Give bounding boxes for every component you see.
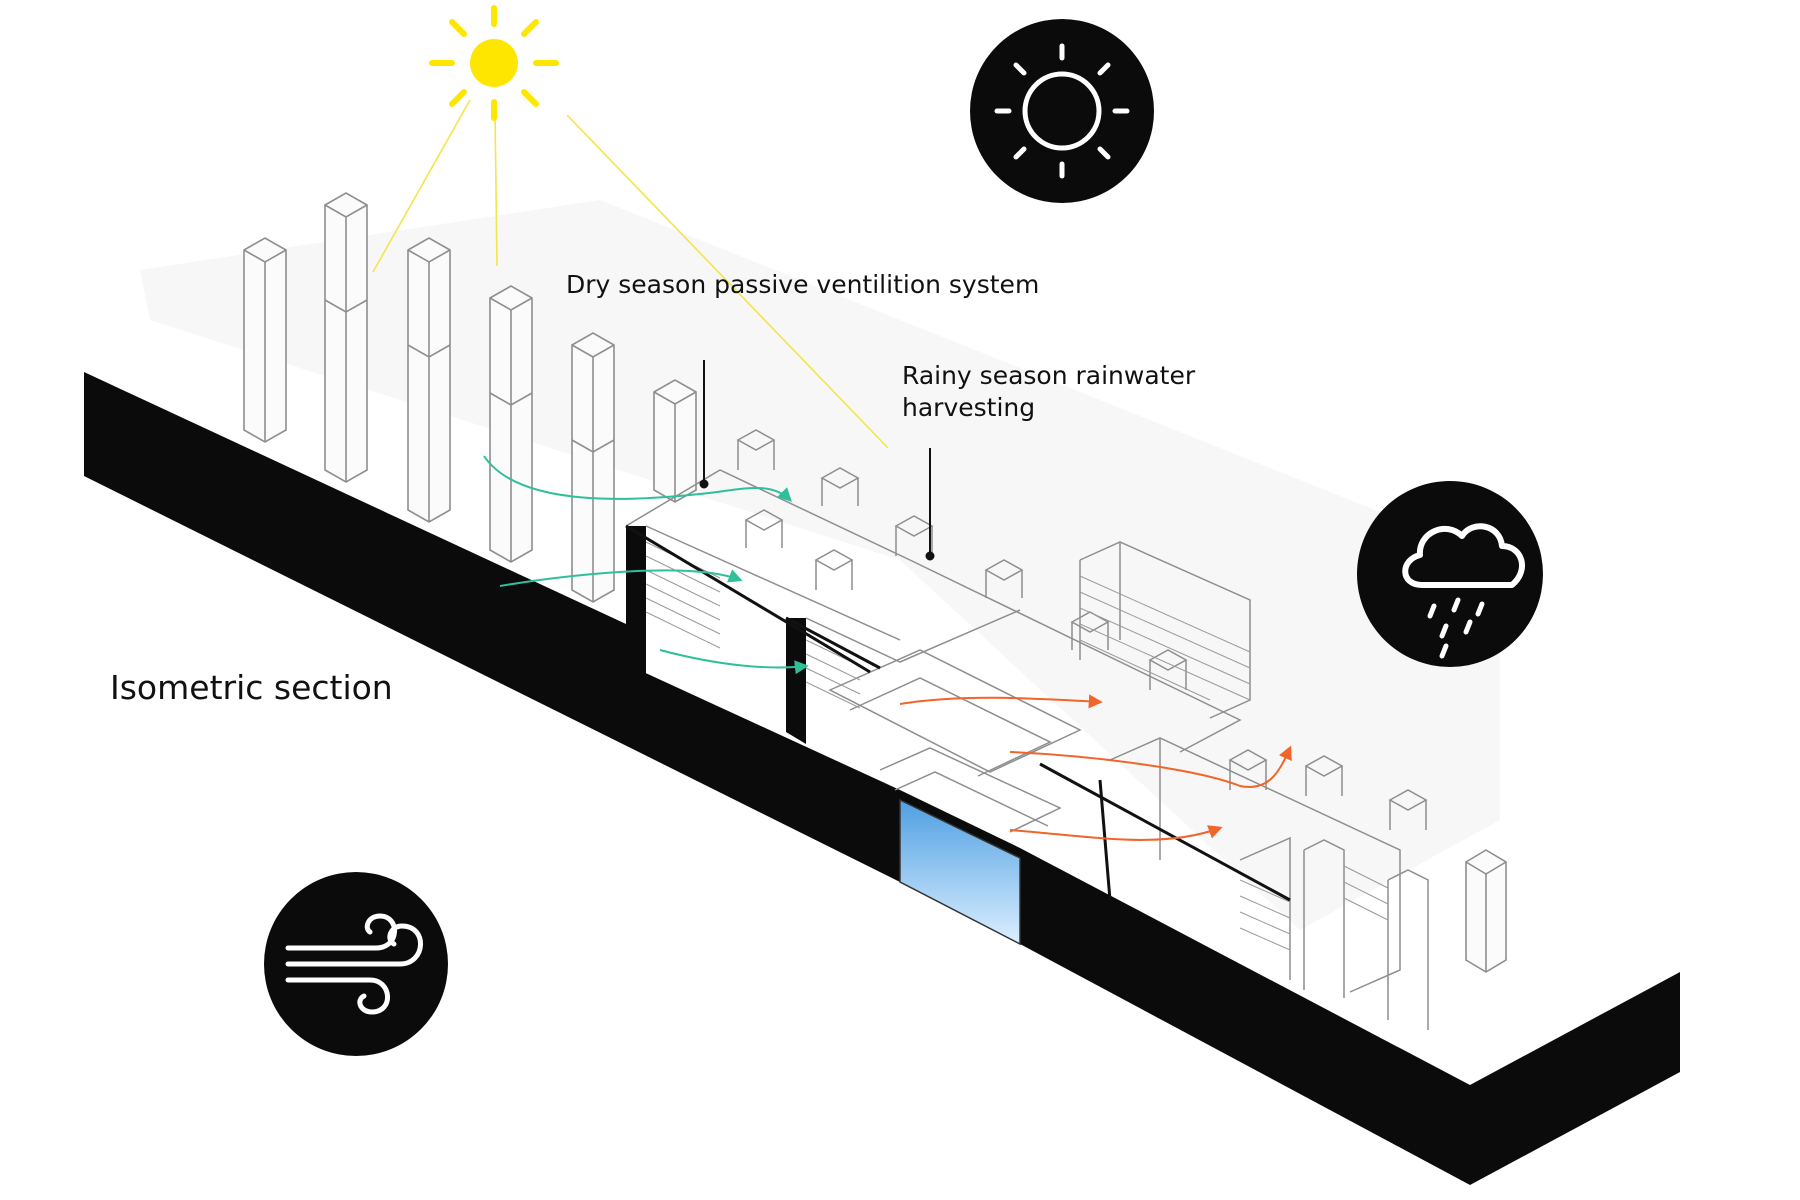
sun-rays-icon <box>429 5 559 121</box>
rainy-season-label-line1: Rainy season rainwater <box>902 361 1196 390</box>
column-1 <box>243 237 287 443</box>
rainy-season-label: Rainy season rainwater harvesting <box>902 360 1195 424</box>
column-5 <box>571 332 615 603</box>
warm-airflow <box>899 694 1292 841</box>
column-3 <box>407 237 451 523</box>
sun-ray-lines <box>372 99 889 449</box>
roof-edges <box>625 524 1291 902</box>
water-tank <box>899 798 1021 946</box>
ground-section-cut <box>84 372 1680 1185</box>
column-7 <box>1465 849 1507 973</box>
column-4 <box>489 285 533 563</box>
columns <box>243 192 1507 973</box>
dry-season-label: Dry season passive ventilition system <box>566 270 1040 299</box>
column-2 <box>324 192 368 483</box>
column-6 <box>653 379 697 503</box>
leader-lines <box>699 360 935 561</box>
rain-cloud-icon <box>1357 481 1543 667</box>
section-title: Isometric section <box>110 668 393 707</box>
building-massing <box>625 429 1429 1030</box>
wind-icon <box>264 872 448 1056</box>
dry-season-airflow <box>483 455 809 675</box>
sun-icon <box>970 19 1154 203</box>
rainy-season-label-line2: harvesting <box>902 393 1036 422</box>
